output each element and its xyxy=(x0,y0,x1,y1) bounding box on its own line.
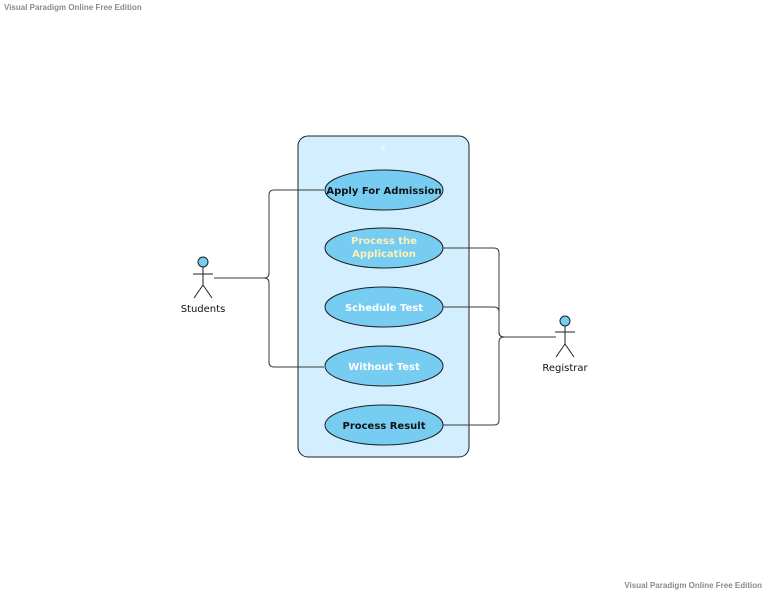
connector-students-apply xyxy=(214,189,324,279)
use-case-label: Without Test xyxy=(348,362,420,373)
use-case-label: Apply For Admission xyxy=(326,186,441,197)
use-case-schedule-test[interactable]: Schedule Test xyxy=(324,286,444,328)
connector-registrar-schedule xyxy=(443,306,556,338)
use-case-process-result[interactable]: Process Result xyxy=(324,404,444,446)
use-case-label: Process Result xyxy=(343,421,426,432)
actor-label: Students xyxy=(181,304,226,315)
use-case-without-test[interactable]: Without Test xyxy=(324,345,444,387)
use-case-process-application[interactable]: Process the Application xyxy=(324,227,444,269)
actor-students[interactable]: Students xyxy=(181,256,226,315)
stick-figure-icon xyxy=(555,315,575,358)
connector-students-without xyxy=(214,277,324,368)
registrar-connectors xyxy=(443,247,556,426)
connector-registrar-result xyxy=(443,336,556,426)
students-connectors xyxy=(214,189,324,368)
watermark-top: Visual Paradigm Online Free Edition xyxy=(4,3,142,12)
use-case-apply-for-admission[interactable]: Apply For Admission xyxy=(324,169,444,211)
actor-registrar[interactable]: Registrar xyxy=(542,315,589,374)
system-title: s xyxy=(381,143,385,152)
use-case-label-line1: Process the xyxy=(351,236,417,247)
use-case-label-line2: Application xyxy=(352,249,416,260)
actor-label: Registrar xyxy=(542,363,588,374)
watermark-bottom: Visual Paradigm Online Free Edition xyxy=(624,581,762,590)
use-case-label: Schedule Test xyxy=(345,303,423,314)
stick-figure-icon xyxy=(193,256,213,299)
